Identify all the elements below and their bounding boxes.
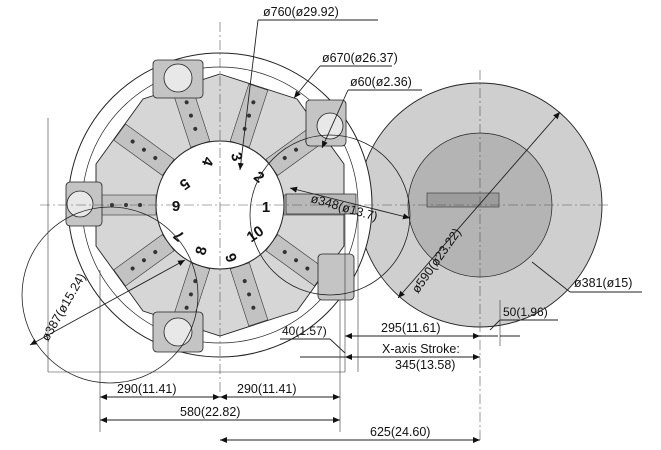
- bolt-hole: [184, 305, 189, 310]
- station-number: 9: [172, 198, 180, 215]
- bolt-hole: [251, 305, 256, 310]
- dim-outer-diameter: ø760(ø29.92): [263, 5, 339, 19]
- dim-x-axis-stroke-value: 345(13.58): [395, 358, 455, 372]
- bolt-hole: [193, 126, 198, 131]
- bolt-hole: [247, 113, 252, 118]
- dim-table-diameter: ø670(ø26.37): [322, 51, 398, 65]
- bolt-hole: [251, 100, 256, 105]
- clamp-hole: [163, 63, 193, 93]
- dim-offset-295: 295(11.61): [381, 321, 441, 335]
- clamp-hole: [66, 190, 94, 218]
- dim-offset-50: 50(1.96): [503, 305, 548, 319]
- dimension-lines: [29, 19, 642, 443]
- clamp-hole: [316, 112, 344, 140]
- dim-total-reach: 625(24.60): [370, 425, 430, 439]
- bolt-hole: [193, 279, 198, 284]
- bolt-hole: [130, 139, 135, 144]
- station-slide: [113, 123, 175, 176]
- swing-circle-387: [21, 206, 199, 384]
- bolt-hole: [282, 155, 287, 160]
- bolt-hole: [153, 155, 158, 160]
- dim-half-width-right: 290(11.41): [237, 382, 297, 396]
- dim-stroke-381: ø381(ø15): [574, 276, 632, 290]
- bolt-hole: [242, 279, 247, 284]
- bolt-hole: [188, 113, 193, 118]
- dim-hole-diameter: ø60(ø2.36): [350, 75, 412, 89]
- station-number: 10: [244, 223, 267, 246]
- bolt-hole: [282, 250, 287, 255]
- dim-x-axis-stroke-label: X-axis Stroke:: [382, 342, 460, 356]
- dim-swing-387: ø387(ø15.24): [38, 271, 88, 344]
- bolt-hole: [294, 258, 299, 263]
- bolt-hole: [247, 292, 252, 297]
- bolt-hole: [188, 292, 193, 297]
- bolt-hole: [305, 266, 310, 271]
- bolt-hole: [153, 250, 158, 255]
- bolt-hole: [294, 147, 299, 152]
- dim-half-width-left: 290(11.41): [117, 382, 177, 396]
- station-number: 1: [262, 199, 270, 216]
- clamp-hole: [163, 317, 193, 347]
- dim-offset-40: 40(1.57): [282, 324, 327, 338]
- bolt-hole: [184, 100, 189, 105]
- dim-total-width: 580(22.82): [180, 405, 240, 419]
- bolt-hole: [141, 147, 146, 152]
